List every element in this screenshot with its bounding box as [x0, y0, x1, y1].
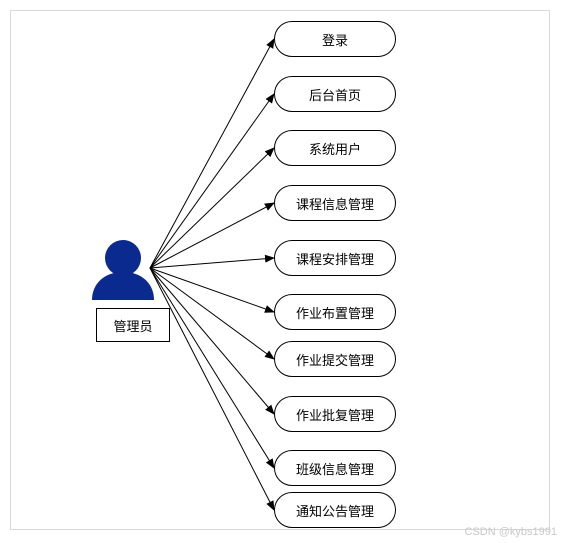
actor-label: 管理员 [96, 308, 170, 342]
use-case-label: 作业批复管理 [295, 408, 374, 424]
use-case-label: 班级信息管理 [295, 462, 374, 478]
association-arrow [149, 147, 275, 269]
actor-name: 管理员 [113, 319, 153, 335]
use-case-notice[interactable]: 通知公告管理 [274, 492, 396, 528]
use-case-label: 登录 [321, 33, 348, 49]
use-case-label: 课程信息管理 [295, 197, 374, 213]
use-case-login[interactable]: 登录 [274, 21, 396, 57]
association-arrow [149, 267, 275, 360]
user-person-icon [92, 240, 154, 300]
use-case-label: 课程安排管理 [295, 252, 374, 268]
use-case-label: 后台首页 [308, 88, 361, 104]
association-arrow [149, 93, 275, 269]
association-arrow [149, 38, 275, 269]
association-arrow [149, 254, 275, 269]
association-arrow [149, 267, 275, 415]
use-case-dashboard[interactable]: 后台首页 [274, 76, 396, 112]
association-arrow [149, 202, 275, 269]
association-arrow [149, 267, 275, 511]
association-arrow [149, 267, 275, 313]
use-case-homework-assign[interactable]: 作业布置管理 [274, 294, 396, 330]
use-case-homework-submit[interactable]: 作业提交管理 [274, 341, 396, 377]
use-case-system-users[interactable]: 系统用户 [274, 130, 396, 166]
use-case-course-info[interactable]: 课程信息管理 [274, 185, 396, 221]
use-case-label: 作业提交管理 [295, 353, 374, 369]
use-case-label: 通知公告管理 [295, 504, 374, 520]
use-case-homework-review[interactable]: 作业批复管理 [274, 396, 396, 432]
association-lines [149, 38, 275, 511]
association-arrow [149, 267, 275, 469]
use-case-label: 系统用户 [308, 142, 361, 158]
watermark-text: CSDN @kybs1991 [464, 526, 557, 538]
use-case-label: 作业布置管理 [295, 306, 374, 322]
use-case-course-schedule[interactable]: 课程安排管理 [274, 240, 396, 276]
use-case-class-info[interactable]: 班级信息管理 [274, 450, 396, 486]
